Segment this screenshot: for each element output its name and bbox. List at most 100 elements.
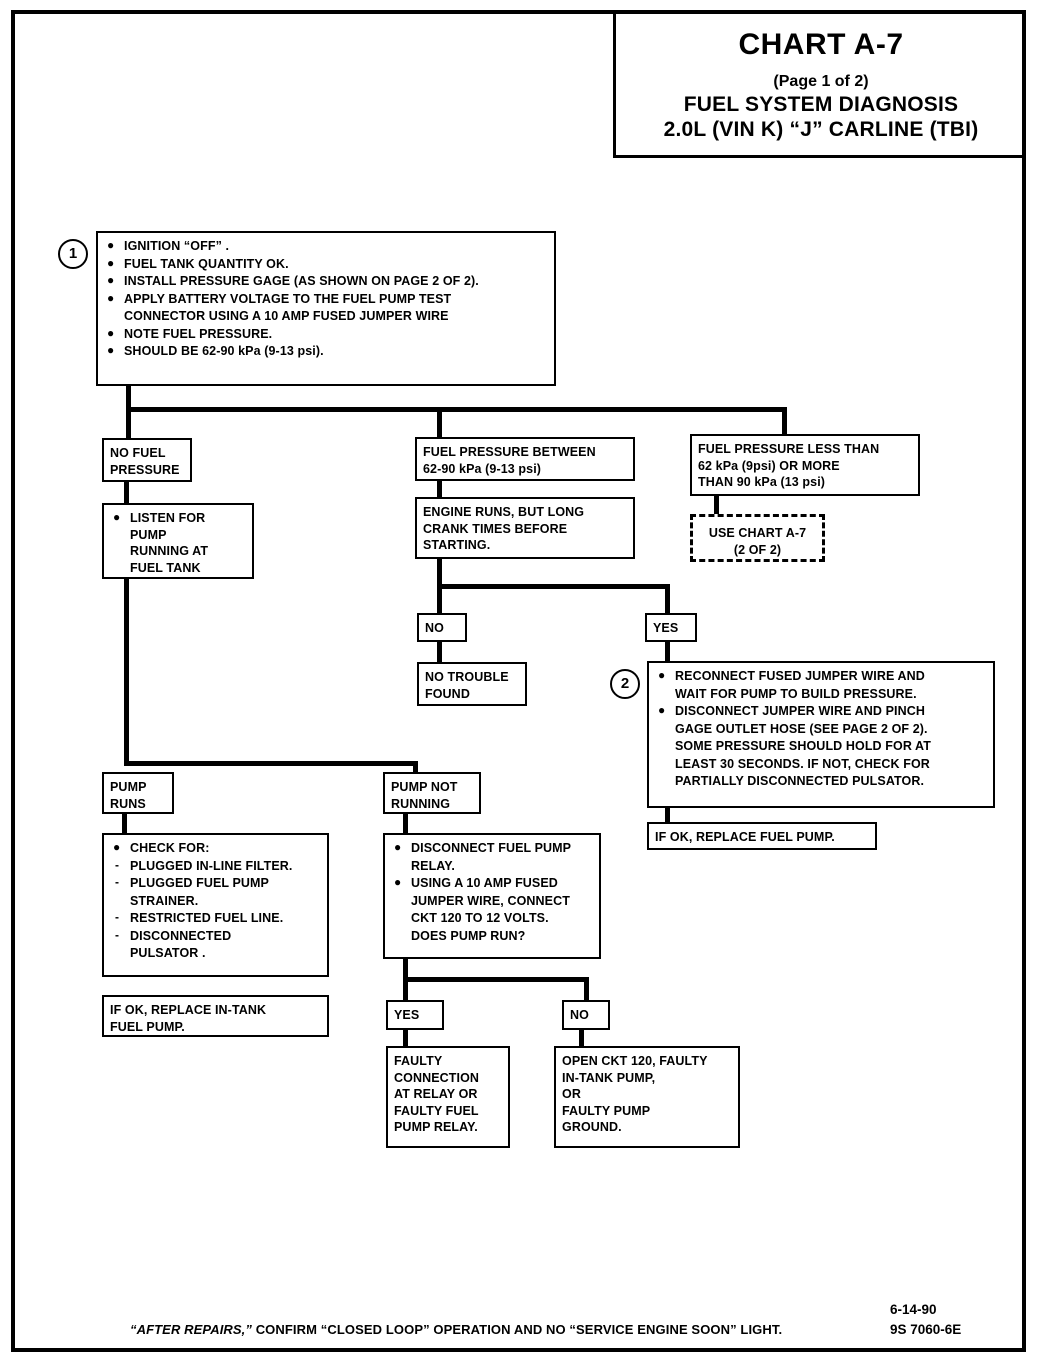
check-for-list: ●CHECK FOR: -PLUGGED IN-LINE FILTER. -PL…	[110, 840, 321, 962]
step-marker-2: 2	[610, 669, 640, 699]
connector	[437, 642, 442, 663]
footer-note-rest: CONFIRM “CLOSED LOOP” OPERATION AND NO “…	[251, 1322, 783, 1337]
list-item: ●IGNITION “OFF” .	[107, 238, 230, 253]
footer-note: “AFTER REPAIRS,” CONFIRM “CLOSED LOOP” O…	[130, 1322, 890, 1337]
listen-for-pump-list: ●LISTEN FOR PUMP RUNNING AT FUEL TANK	[110, 510, 246, 576]
list-item: -DISCONNECTED	[115, 927, 232, 943]
disconnect-relay-box: ●DISCONNECT FUEL PUMP RELAY. ●USING A 10…	[383, 833, 601, 959]
connector	[413, 761, 418, 773]
list-item: ●RECONNECT FUSED JUMPER WIRE AND	[658, 668, 925, 683]
use-chart-a7-page2-box: USE CHART A-7 (2 OF 2)	[690, 514, 825, 562]
bullet-icon: ●	[107, 255, 115, 270]
connector	[403, 814, 408, 834]
system-title: FUEL SYSTEM DIAGNOSIS	[683, 93, 959, 116]
open-ckt-box: OPEN CKT 120, FAULTY IN-TANK PUMP, OR FA…	[554, 1046, 740, 1148]
connector	[124, 579, 129, 766]
list-item: -RESTRICTED FUEL LINE.	[115, 910, 284, 925]
no-label-bottom-box: NO	[562, 1000, 610, 1030]
bullet-icon: ●	[394, 875, 402, 889]
dash-icon: -	[115, 857, 120, 872]
list-item: ●USING A 10 AMP FUSED	[394, 875, 558, 890]
list-item: ●CHECK FOR:	[113, 840, 210, 855]
page-title: CHART A-7	[738, 28, 904, 61]
no-fuel-pressure-box: NO FUEL PRESSURE	[102, 438, 192, 482]
list-item-continuation: SOME PRESSURE SHOULD HOLD FOR AT	[675, 739, 931, 753]
step-marker-1: 1	[58, 239, 88, 269]
connector-bus	[126, 407, 787, 412]
list-item: ●SHOULD BE 62-90 kPa (9-13 psi).	[107, 343, 324, 358]
step1-list: ●IGNITION “OFF” . ●FUEL TANK QUANTITY OK…	[104, 238, 548, 360]
bullet-icon: ●	[107, 343, 115, 357]
no-label-mid-box: NO	[417, 613, 467, 642]
list-item-continuation: GAGE OUTLET HOSE (SEE PAGE 2 OF 2).	[675, 721, 928, 736]
connector	[437, 481, 442, 498]
step2-box: ●RECONNECT FUSED JUMPER WIRE AND WAIT FO…	[647, 661, 995, 808]
pressure-between-box: FUEL PRESSURE BETWEEN 62-90 kPa (9-13 ps…	[415, 437, 635, 481]
list-item: ●NOTE FUEL PRESSURE.	[107, 325, 273, 341]
pump-runs-box: PUMP RUNS	[102, 772, 174, 814]
engine-runs-box: ENGINE RUNS, BUT LONG CRANK TIMES BEFORE…	[415, 497, 635, 559]
connector	[665, 808, 670, 823]
list-item: ●FUEL TANK QUANTITY OK.	[107, 255, 289, 271]
dash-icon: -	[115, 910, 120, 924]
list-item-continuation: CONNECTOR USING A 10 AMP FUSED JUMPER WI…	[124, 309, 449, 323]
connector	[126, 407, 131, 439]
connector	[122, 814, 127, 834]
list-item-continuation: DOES PUMP RUN?	[411, 928, 526, 943]
connector	[665, 584, 670, 614]
page-border	[11, 10, 1026, 1352]
connector	[437, 407, 442, 439]
connector	[126, 386, 131, 412]
bullet-icon: ●	[107, 238, 115, 252]
connector	[403, 1030, 408, 1048]
bullet-icon: ●	[394, 840, 402, 854]
list-item-continuation: JUMPER WIRE, CONNECT	[411, 893, 570, 908]
page-of-label: (Page 1 of 2)	[773, 73, 869, 90]
faulty-connection-box: FAULTY CONNECTION AT RELAY OR FAULTY FUE…	[386, 1046, 510, 1148]
connector	[579, 1030, 584, 1048]
bullet-icon: ●	[107, 290, 115, 305]
list-item: ●APPLY BATTERY VOLTAGE TO THE FUEL PUMP …	[107, 290, 452, 306]
doc-code: 9S 7060-6E	[890, 1322, 962, 1337]
if-ok-replace-in-tank-box: IF OK, REPLACE IN-TANK FUEL PUMP.	[102, 995, 329, 1037]
check-for-box: ●CHECK FOR: -PLUGGED IN-LINE FILTER. -PL…	[102, 833, 329, 977]
if-ok-replace-fuel-pump-box: IF OK, REPLACE FUEL PUMP.	[647, 822, 877, 850]
step1-box: ●IGNITION “OFF” . ●FUEL TANK QUANTITY OK…	[96, 231, 556, 386]
pressure-out-of-range-box: FUEL PRESSURE LESS THAN 62 kPa (9psi) OR…	[690, 434, 920, 496]
list-item-continuation: WAIT FOR PUMP TO BUILD PRESSURE.	[675, 686, 917, 701]
list-item: ●DISCONNECT FUEL PUMP	[394, 840, 572, 855]
connector-bus	[403, 977, 589, 982]
connector	[665, 642, 670, 663]
connector	[584, 977, 589, 1002]
title-block: CHART A-7 (Page 1 of 2) FUEL SYSTEM DIAG…	[613, 10, 1026, 158]
list-item: ●DISCONNECT JUMPER WIRE AND PINCH	[658, 703, 925, 718]
bullet-icon: ●	[658, 703, 666, 717]
yes-label-bottom-box: YES	[386, 1000, 444, 1030]
step2-list: ●RECONNECT FUSED JUMPER WIRE AND WAIT FO…	[655, 668, 987, 790]
list-item-continuation: STRAINER.	[130, 893, 199, 908]
connector-bus	[124, 761, 418, 766]
list-item: -PLUGGED FUEL PUMP	[115, 875, 269, 890]
list-item-continuation: PULSATOR .	[130, 946, 206, 960]
disconnect-relay-list: ●DISCONNECT FUEL PUMP RELAY. ●USING A 10…	[391, 840, 593, 944]
bullet-icon: ●	[113, 510, 121, 524]
connector	[714, 496, 719, 516]
listen-for-pump-box: ●LISTEN FOR PUMP RUNNING AT FUEL TANK	[102, 503, 254, 579]
bullet-icon: ●	[107, 325, 115, 340]
bullet-icon: ●	[107, 273, 115, 287]
footer-note-prefix: “AFTER REPAIRS,”	[130, 1322, 252, 1337]
list-item-continuation: PARTIALLY DISCONNECTED PULSATOR.	[675, 774, 925, 788]
bullet-icon: ●	[113, 840, 121, 854]
bullet-icon: ●	[658, 668, 666, 682]
connector	[782, 407, 787, 435]
doc-date: 6-14-90	[890, 1302, 937, 1317]
connector-bus	[437, 584, 670, 589]
dash-icon: -	[115, 927, 120, 942]
list-item: ●INSTALL PRESSURE GAGE (AS SHOWN ON PAGE…	[107, 273, 479, 288]
dash-icon: -	[115, 875, 120, 889]
list-item: ●LISTEN FOR PUMP RUNNING AT FUEL TANK	[113, 510, 209, 575]
yes-label-mid-box: YES	[645, 613, 697, 642]
list-item-continuation: RELAY.	[411, 858, 455, 873]
connector	[124, 482, 129, 504]
